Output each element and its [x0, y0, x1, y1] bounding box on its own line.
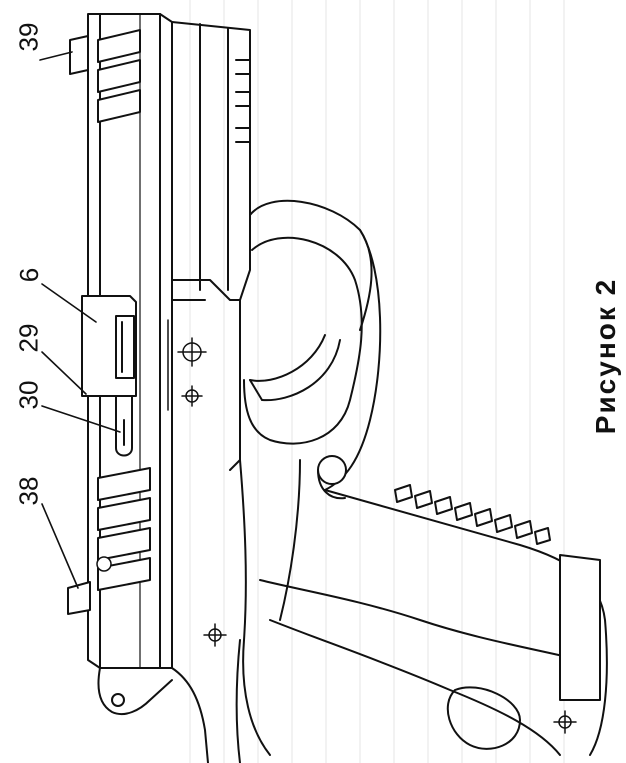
pins [96, 337, 577, 734]
recoil-rod [115, 395, 133, 457]
slide-stop [317, 455, 347, 500]
front-serrations [97, 29, 141, 123]
frame-rail [159, 21, 251, 471]
grip [239, 459, 608, 756]
grip-texture [394, 484, 551, 545]
rear-tang [97, 667, 173, 716]
callout-39: 39 [13, 22, 44, 52]
trigger [249, 334, 341, 402]
rear-sight [67, 581, 91, 615]
paper-rules [189, 0, 565, 763]
lower-frame [171, 639, 241, 763]
callout-6: 6 [14, 267, 45, 283]
callout-29: 29 [13, 323, 44, 353]
figure-caption: Рисунок 2 [590, 277, 622, 435]
front-sight [69, 35, 89, 75]
ejection-port [81, 295, 137, 397]
callout-30: 30 [13, 380, 44, 410]
leader-lines [39, 51, 121, 589]
callout-38: 38 [13, 476, 44, 506]
